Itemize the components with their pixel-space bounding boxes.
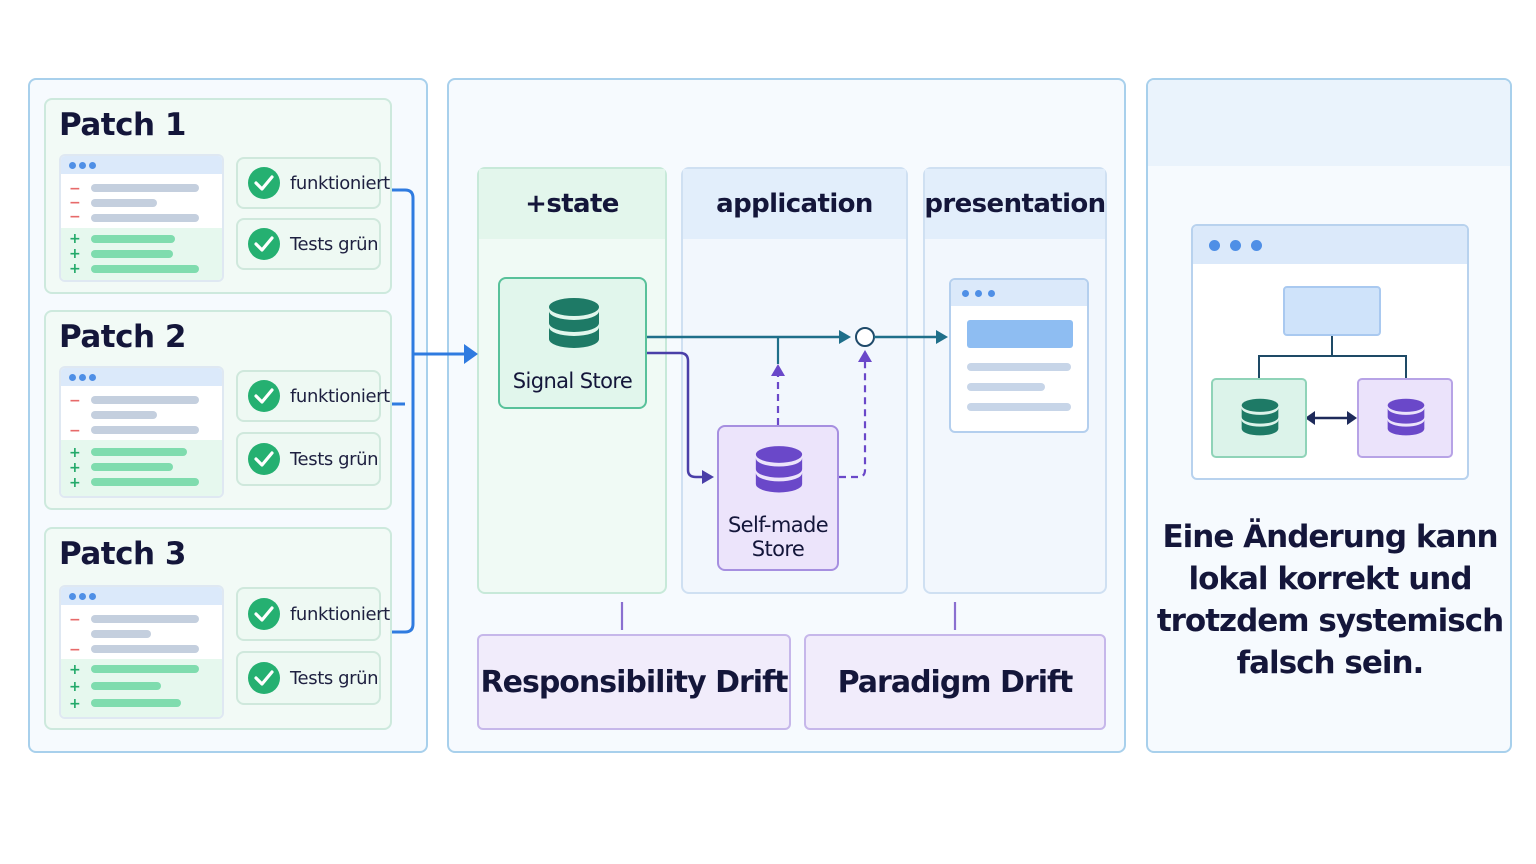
caption-line: Eine Änderung kann — [1162, 519, 1498, 555]
badge-label: funktioniert — [290, 385, 390, 407]
layer-title: +state — [479, 169, 665, 239]
database-icon — [549, 298, 599, 348]
arrow-icon — [464, 344, 478, 364]
status-badge: Tests grün — [236, 218, 381, 270]
badge-label: funktioniert — [290, 603, 390, 625]
signal-store-node: Signal Store — [498, 277, 647, 409]
code-diff-window: −− +++ — [59, 366, 224, 498]
status-badge: funktioniert — [236, 370, 390, 422]
status-badge: Tests grün — [236, 432, 381, 486]
caption-line: lokal korrekt und — [1188, 561, 1472, 597]
system-window — [1191, 224, 1469, 480]
code-diff-window: −− +++ — [59, 585, 224, 719]
component-node — [1283, 286, 1381, 336]
patch-card-1: Patch 1 −−− +++ funktioniert Tests grün — [44, 98, 392, 294]
responsibility-drift-box: Responsibility Drift — [477, 634, 791, 730]
paradigm-drift-box: Paradigm Drift — [804, 634, 1106, 730]
window-titlebar — [951, 280, 1087, 306]
presentation-window — [949, 278, 1089, 433]
check-icon — [248, 598, 280, 630]
check-icon — [248, 380, 280, 412]
self-made-store-node: Self-made Store — [717, 425, 839, 571]
badge-label: Tests grün — [290, 233, 379, 255]
badge-label: Tests grün — [290, 448, 379, 470]
check-icon — [248, 443, 280, 475]
caption-line: falsch sein. — [1236, 645, 1425, 681]
layer-title: presentation — [924, 169, 1106, 239]
database-icon — [755, 446, 803, 493]
database-icon — [1241, 398, 1279, 436]
store-label-line1: Self-made — [727, 513, 829, 537]
database-icon — [1387, 398, 1425, 436]
window-titlebar — [61, 156, 222, 174]
patch-title: Patch 1 — [59, 107, 186, 143]
store-label-line2: Store — [751, 537, 805, 561]
layer-title: application — [683, 169, 906, 239]
patch-title: Patch 2 — [59, 319, 186, 355]
window-titlebar — [1193, 226, 1467, 264]
check-icon — [248, 662, 280, 694]
patch-card-3: Patch 3 −− +++ funktioniert Tests grün — [44, 527, 392, 730]
code-diff-window: −−− +++ — [59, 154, 224, 282]
caption-text: Eine Änderung kann lokal korrekt und tro… — [1156, 516, 1504, 684]
store-label: Signal Store — [512, 369, 633, 393]
badge-label: Tests grün — [290, 667, 379, 689]
state-store-node — [1211, 378, 1307, 458]
check-icon — [248, 228, 280, 260]
status-badge: funktioniert — [236, 587, 390, 641]
patch-title: Patch 3 — [59, 536, 186, 572]
badge-label: funktioniert — [290, 172, 390, 194]
patch-card-2: Patch 2 −− +++ funktioniert Tests grün — [44, 310, 392, 510]
custom-store-node — [1357, 378, 1453, 458]
window-titlebar — [61, 368, 222, 386]
status-badge: funktioniert — [236, 157, 390, 209]
status-badge: Tests grün — [236, 651, 381, 705]
caption-line: trotzdem systemisch — [1156, 603, 1504, 639]
check-icon — [248, 167, 280, 199]
window-titlebar — [61, 587, 222, 605]
